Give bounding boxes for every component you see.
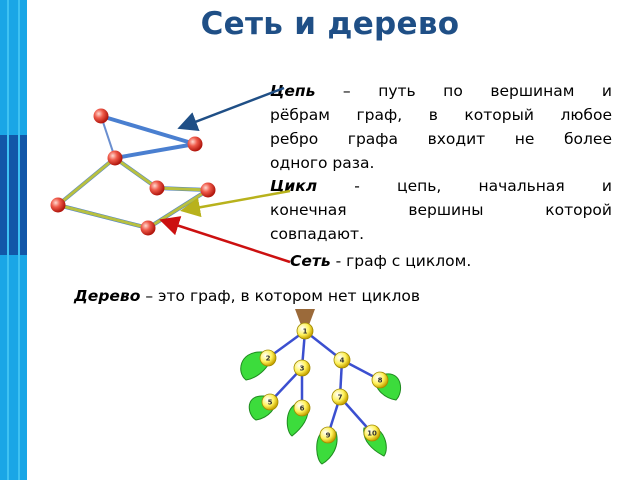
network-graph: [50, 108, 216, 236]
tree-node-label: 2: [266, 355, 271, 363]
graph-vertex: [93, 108, 109, 124]
chain-text: ребро графа входит не более: [270, 130, 612, 148]
tree-node-label: 3: [300, 365, 305, 373]
sidebar-strip-middle: [0, 135, 27, 255]
tree-node-label: 10: [367, 430, 377, 438]
cycle-definition: Цикл - цепь, начальная и конечная вершин…: [270, 174, 612, 246]
net-term: Сеть: [290, 252, 331, 270]
chain-arrow: [177, 86, 285, 131]
tree-term: Дерево: [74, 287, 141, 305]
net-arrow: [159, 216, 291, 264]
cycle-text: конечная вершины которой: [270, 201, 612, 219]
tree-node-label: 5: [268, 399, 273, 407]
tree-node-label: 1: [303, 328, 308, 336]
tree-text: – это граф, в котором нет циклов: [140, 287, 421, 305]
sidebar-line: [7, 0, 9, 480]
net-definition: Сеть - граф с циклом.: [290, 249, 620, 273]
sidebar-strip-bottom: [0, 255, 27, 480]
tree-definition: Дерево – это граф, в котором нет циклов: [74, 284, 574, 308]
sidebar-line: [18, 0, 20, 480]
chain-text: – путь по вершинам и: [315, 82, 612, 100]
cycle-path: [56, 156, 210, 230]
tree-node: 5: [261, 393, 279, 411]
chain-definition: Цепь – путь по вершинам и рёбрам граф, в…: [270, 79, 612, 175]
tree-node-label: 8: [378, 377, 383, 385]
sidebar-strip-top: [0, 0, 27, 135]
cycle-text: совпадают.: [270, 225, 364, 243]
tree-node-label: 9: [326, 432, 331, 440]
cycle-arrow: [180, 189, 291, 218]
tree-node: 1: [296, 322, 314, 340]
tree-node: 3: [293, 359, 311, 377]
tree-node: 2: [259, 349, 277, 367]
chain-text: рёбрам граф, в который любое: [270, 106, 612, 124]
slide-title: Сеть и дерево: [200, 6, 460, 42]
tree-node-label: 7: [338, 394, 343, 402]
tree-node: 7: [331, 388, 349, 406]
sidebar-decoration: [0, 0, 27, 480]
chain-text: одного раза.: [270, 154, 375, 172]
tree-node-label: 6: [300, 405, 305, 413]
graph-vertex: [50, 197, 66, 213]
tree-node: 6: [293, 399, 311, 417]
graph-vertex: [200, 182, 216, 198]
net-text: - граф с циклом.: [330, 252, 472, 270]
tree-node: 4: [333, 351, 351, 369]
graph-vertex: [140, 220, 156, 236]
chain-term: Цепь: [270, 82, 316, 100]
cycle-text: - цепь, начальная и: [317, 177, 612, 195]
graph-vertex: [149, 180, 165, 196]
tree-illustration: 1 2 3 4 5 6 7 8 9 10: [240, 309, 402, 465]
tree-node: 9: [319, 426, 337, 444]
tree-node: 8: [371, 371, 389, 389]
tree-node-label: 4: [340, 357, 345, 365]
cycle-term: Цикл: [270, 177, 318, 195]
tree-node: 10: [363, 424, 381, 442]
graph-vertex: [107, 150, 123, 166]
tree-trunk: [295, 309, 315, 325]
graph-vertex: [187, 136, 203, 152]
